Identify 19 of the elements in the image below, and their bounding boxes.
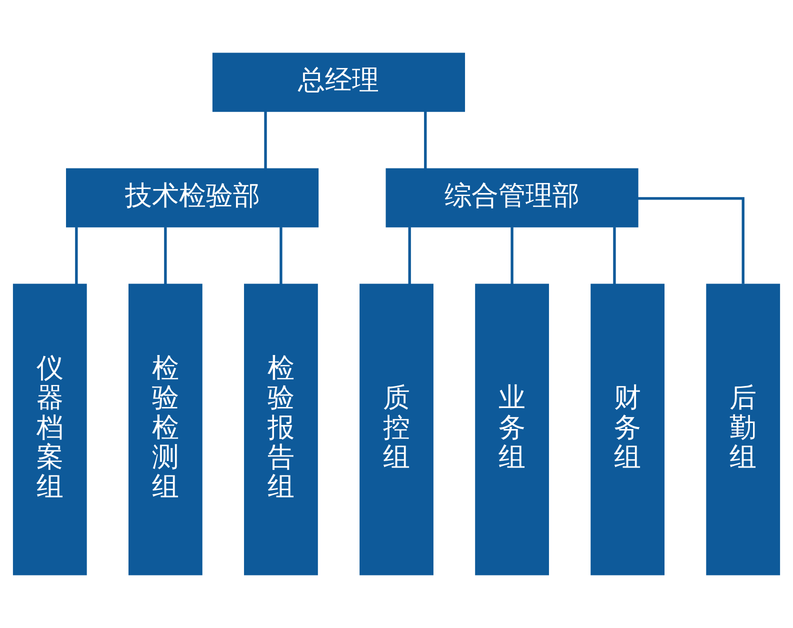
connector [75,227,78,284]
node-box: 业务组 [475,284,549,576]
connector [510,227,514,284]
connector [164,227,167,284]
connector [638,197,744,284]
connector [264,111,267,169]
connector [424,111,427,169]
node-box: 检验报告组 [244,284,318,576]
node-box: 总经理 [212,52,466,112]
connector [613,227,616,284]
node-box: 质控组 [360,284,434,576]
node-box: 检验检测组 [128,284,202,576]
node-box: 后勤组 [706,284,780,576]
node-box: 仪器档案组 [12,284,87,576]
node-box: 技术检验部 [66,168,319,228]
node-box: 财务组 [590,284,665,576]
node-box: 综合管理部 [386,168,638,228]
connector [408,227,411,284]
connector [280,227,282,284]
